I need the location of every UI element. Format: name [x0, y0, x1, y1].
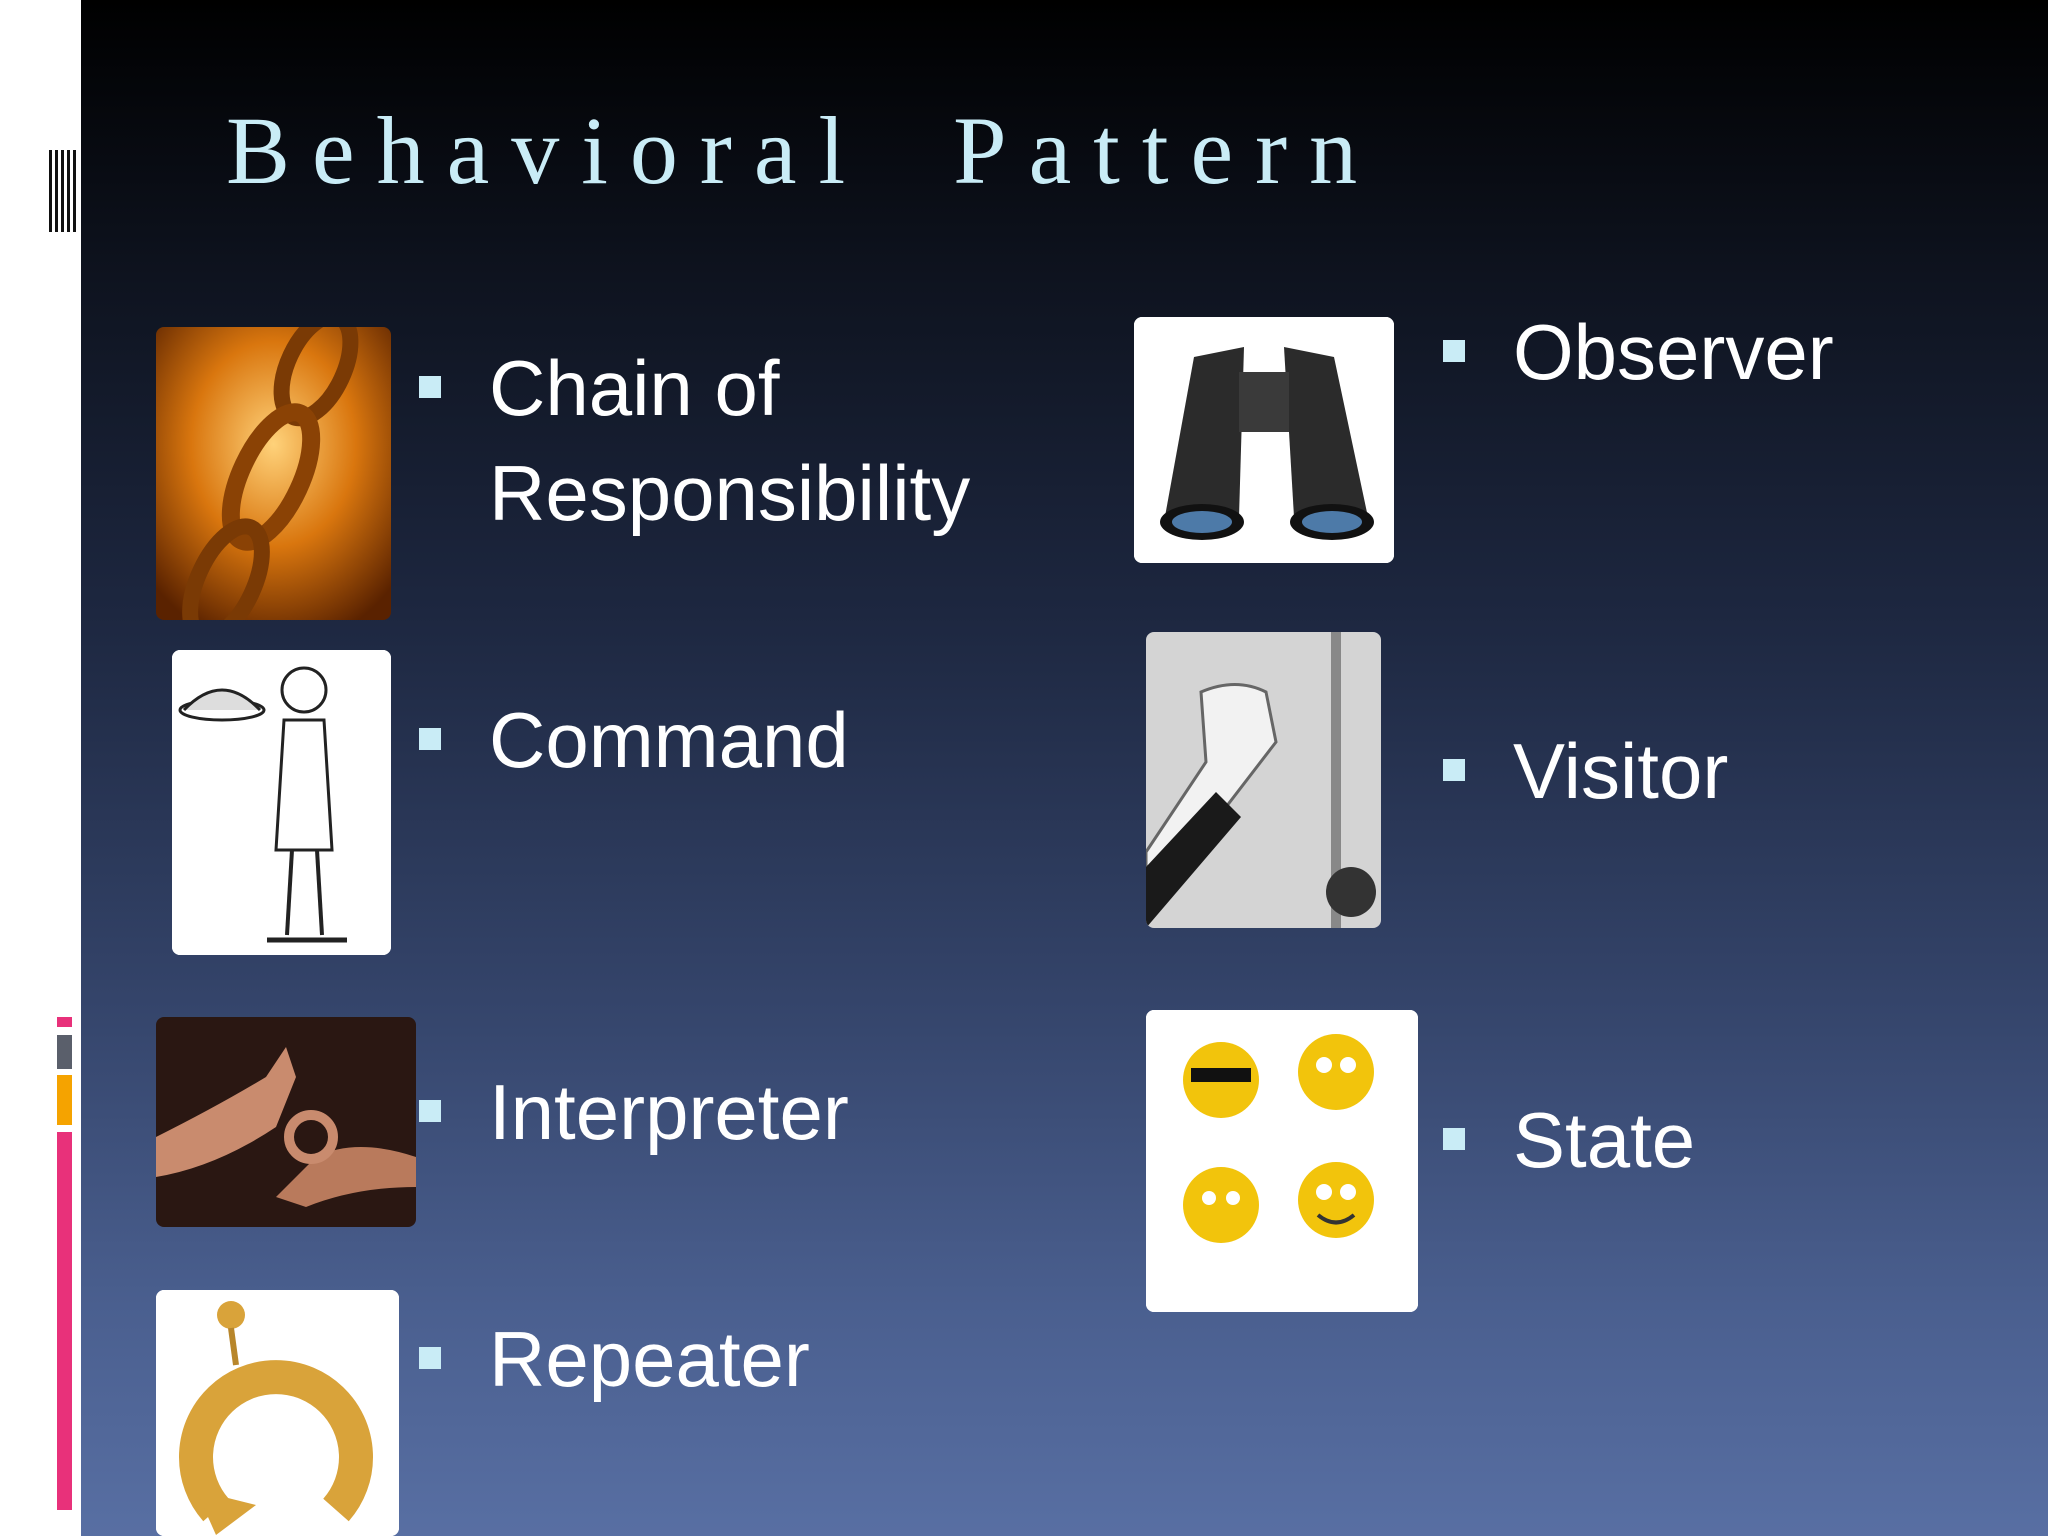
knocking-hand-icon [1146, 632, 1381, 928]
accent-bar-pink-small [57, 1017, 72, 1027]
repeat-arrow-icon [156, 1290, 399, 1536]
waiter-icon [172, 650, 391, 955]
bullet-state [1443, 1128, 1465, 1150]
item-chain-line1: Chain of [489, 344, 780, 432]
chain-icon [156, 327, 391, 620]
item-interpreter: Interpreter [489, 1068, 849, 1156]
accent-bar-orange [57, 1075, 72, 1125]
item-observer: Observer [1513, 308, 1834, 396]
item-state: State [1513, 1096, 1696, 1184]
bullet-visitor [1443, 759, 1465, 781]
accent-bar-pink [57, 1132, 72, 1510]
item-visitor: Visitor [1513, 727, 1729, 815]
bullet-chain [419, 376, 441, 398]
bullet-observer [1443, 340, 1465, 362]
binoculars-icon [1134, 317, 1394, 563]
accent-bar-gray [57, 1035, 72, 1069]
item-chain-of-responsibility: Chain of Responsibility [489, 336, 970, 546]
bullet-repeater [419, 1347, 441, 1369]
sign-language-icon [156, 1017, 416, 1227]
bullet-command [419, 728, 441, 750]
slide [81, 0, 2048, 1536]
item-chain-line2: Responsibility [489, 449, 971, 537]
strip-line [67, 150, 70, 232]
bullet-interpreter [419, 1100, 441, 1122]
strip-line [49, 150, 52, 232]
decorative-strip [0, 0, 81, 1536]
item-command: Command [489, 696, 849, 784]
strip-line [73, 150, 76, 232]
smiley-faces-icon [1146, 1010, 1418, 1312]
slide-title: Behavioral Pattern [226, 97, 1380, 204]
strip-line [55, 150, 58, 232]
item-repeater: Repeater [489, 1315, 810, 1403]
strip-line [61, 150, 64, 232]
